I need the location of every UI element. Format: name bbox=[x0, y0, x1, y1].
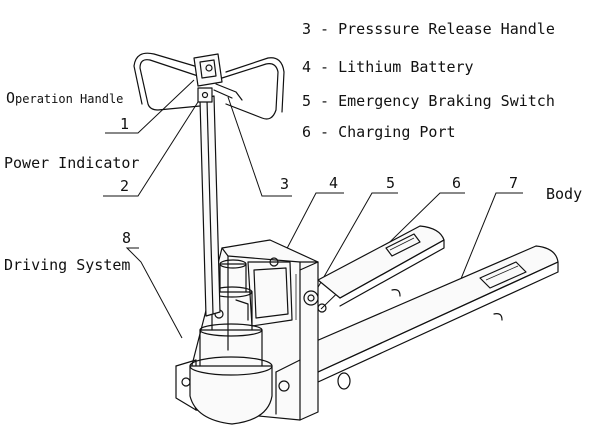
legend-item-lithium-battery: 4 - Lithium Battery bbox=[302, 58, 474, 76]
callout-7: 7 bbox=[509, 174, 518, 192]
callout-4: 4 bbox=[329, 174, 338, 192]
handle bbox=[133, 52, 285, 317]
legend-item-charging-port: 6 - Charging Port bbox=[302, 123, 456, 141]
label-driving-system: Driving System bbox=[4, 256, 130, 274]
label-body: Body bbox=[546, 185, 582, 203]
forks bbox=[299, 225, 559, 390]
driving-system bbox=[189, 259, 273, 425]
leader-lines bbox=[103, 79, 523, 339]
legend-item-pressure-release: 3 - Presssure Release Handle bbox=[302, 20, 555, 38]
callout-3: 3 bbox=[280, 175, 289, 193]
callout-2: 2 bbox=[120, 177, 129, 195]
callout-1: 1 bbox=[120, 115, 129, 133]
callout-5: 5 bbox=[386, 174, 395, 192]
label-power-indicator: Power Indicator bbox=[4, 154, 139, 172]
callout-6: 6 bbox=[452, 174, 461, 192]
label-operation-handle: Operation Handle bbox=[6, 89, 123, 107]
legend-item-emergency-brake: 5 - Emergency Braking Switch bbox=[302, 92, 555, 110]
callout-8: 8 bbox=[122, 229, 131, 247]
